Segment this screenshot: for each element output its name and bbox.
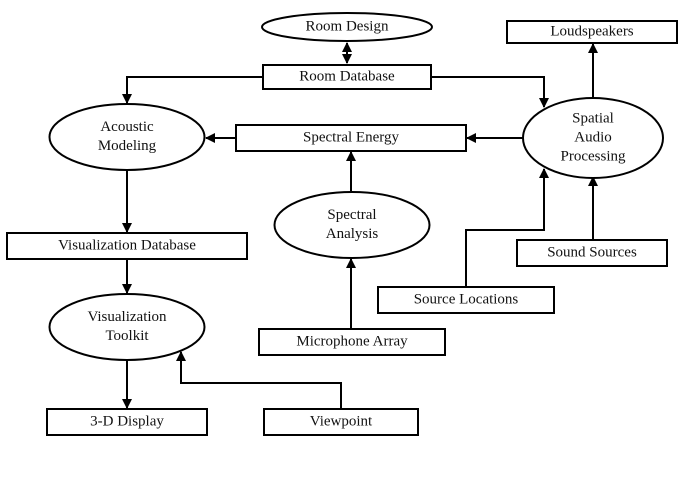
- edge-room-database-spatial-audio: [431, 76, 549, 108]
- rect-shape: [235, 124, 467, 152]
- ellipse-shape: [48, 293, 206, 361]
- node-label: Acoustic: [100, 119, 154, 135]
- node-microphone-array: Microphone Array: [258, 328, 446, 356]
- rect-shape: [258, 328, 446, 356]
- node-visualization-database: Visualization Database: [6, 232, 248, 260]
- node-label: Toolkit: [105, 328, 149, 344]
- edges-layer: [122, 42, 598, 409]
- node-label: Analysis: [326, 226, 379, 242]
- ellipse-shape: [522, 97, 664, 179]
- rect-shape: [6, 232, 248, 260]
- edge-source-locations-spatial-audio: [465, 168, 549, 287]
- edge-room-database-acoustic-modeling: [122, 76, 263, 104]
- node-label: Viewpoint: [310, 413, 373, 429]
- node-loudspeakers: Loudspeakers: [506, 20, 678, 44]
- node-label: Room Database: [299, 68, 395, 84]
- edge-viewpoint-visualization-toolkit: [176, 351, 342, 409]
- node-source-locations: Source Locations: [377, 286, 555, 314]
- ellipse-shape: [273, 191, 431, 259]
- rect-shape: [46, 408, 208, 436]
- node-display-3d: 3-D Display: [46, 408, 208, 436]
- rect-shape: [262, 64, 432, 90]
- node-label: 3-D Display: [90, 413, 164, 429]
- ellipse-shape: [261, 12, 433, 42]
- node-label: Spectral Energy: [303, 129, 399, 145]
- node-label: Modeling: [98, 138, 157, 154]
- node-label: Visualization Database: [58, 237, 196, 253]
- node-label: Microphone Array: [296, 333, 408, 349]
- node-label: Spatial: [572, 110, 614, 126]
- node-label: Loudspeakers: [550, 23, 633, 39]
- node-room-database: Room Database: [262, 64, 432, 90]
- node-label: Processing: [561, 148, 626, 164]
- rect-shape: [516, 239, 668, 267]
- node-label: Source Locations: [414, 291, 519, 307]
- node-room-design: Room Design: [261, 12, 433, 42]
- node-label: Visualization: [87, 309, 167, 325]
- node-viewpoint: Viewpoint: [263, 408, 419, 436]
- rect-shape: [263, 408, 419, 436]
- node-label: Spectral: [327, 207, 376, 223]
- node-label: Sound Sources: [547, 244, 637, 260]
- ellipse-shape: [48, 103, 206, 171]
- rect-shape: [506, 20, 678, 44]
- node-label: Room Design: [306, 18, 389, 34]
- node-sound-sources: Sound Sources: [516, 239, 668, 267]
- node-spectral-energy: Spectral Energy: [235, 124, 467, 152]
- node-label: Audio: [574, 129, 612, 145]
- rect-shape: [377, 286, 555, 314]
